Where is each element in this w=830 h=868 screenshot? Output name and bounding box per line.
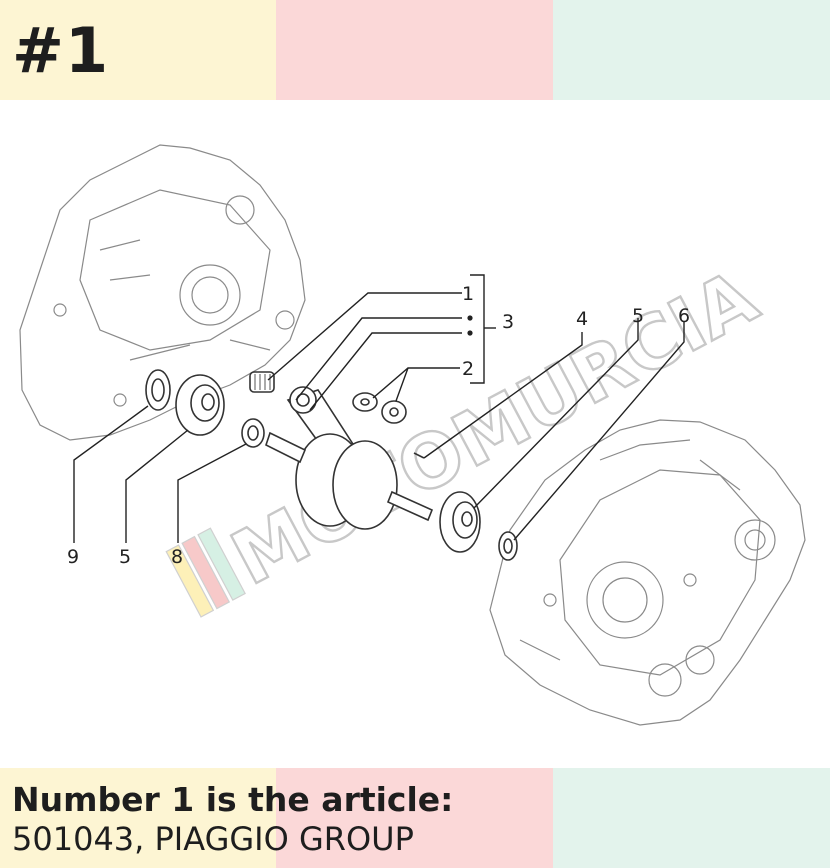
band-yellow-bottom bbox=[0, 768, 276, 868]
exploded-parts-diagram: MOTOMURCIA bbox=[19, 144, 806, 726]
callout-3: 3 bbox=[502, 311, 514, 333]
band-pink bbox=[276, 0, 553, 100]
item-number-badge: #1 bbox=[12, 14, 110, 87]
band-yellow bbox=[0, 0, 276, 100]
leader-lines bbox=[73, 274, 685, 543]
callout-5-right: 5 bbox=[632, 305, 644, 327]
callout-5-left: 5 bbox=[119, 546, 131, 568]
callout-4: 4 bbox=[576, 308, 588, 330]
callout-2: 2 bbox=[462, 358, 474, 380]
callout-8: 8 bbox=[171, 546, 183, 568]
left-crankcase bbox=[19, 144, 306, 441]
bottom-color-band bbox=[0, 768, 830, 868]
band-mint bbox=[553, 0, 830, 100]
callout-6: 6 bbox=[678, 305, 690, 327]
parts bbox=[145, 369, 518, 561]
band-pink-bottom bbox=[276, 768, 553, 868]
callout-9: 9 bbox=[67, 546, 79, 568]
callout-1: 1 bbox=[462, 283, 474, 305]
caption-subtitle: 501043, PIAGGIO GROUP bbox=[12, 820, 414, 858]
top-color-band bbox=[0, 0, 830, 100]
right-crankcase bbox=[489, 419, 806, 726]
band-mint-bottom bbox=[553, 768, 830, 868]
caption-title: Number 1 is the article: bbox=[12, 780, 454, 819]
